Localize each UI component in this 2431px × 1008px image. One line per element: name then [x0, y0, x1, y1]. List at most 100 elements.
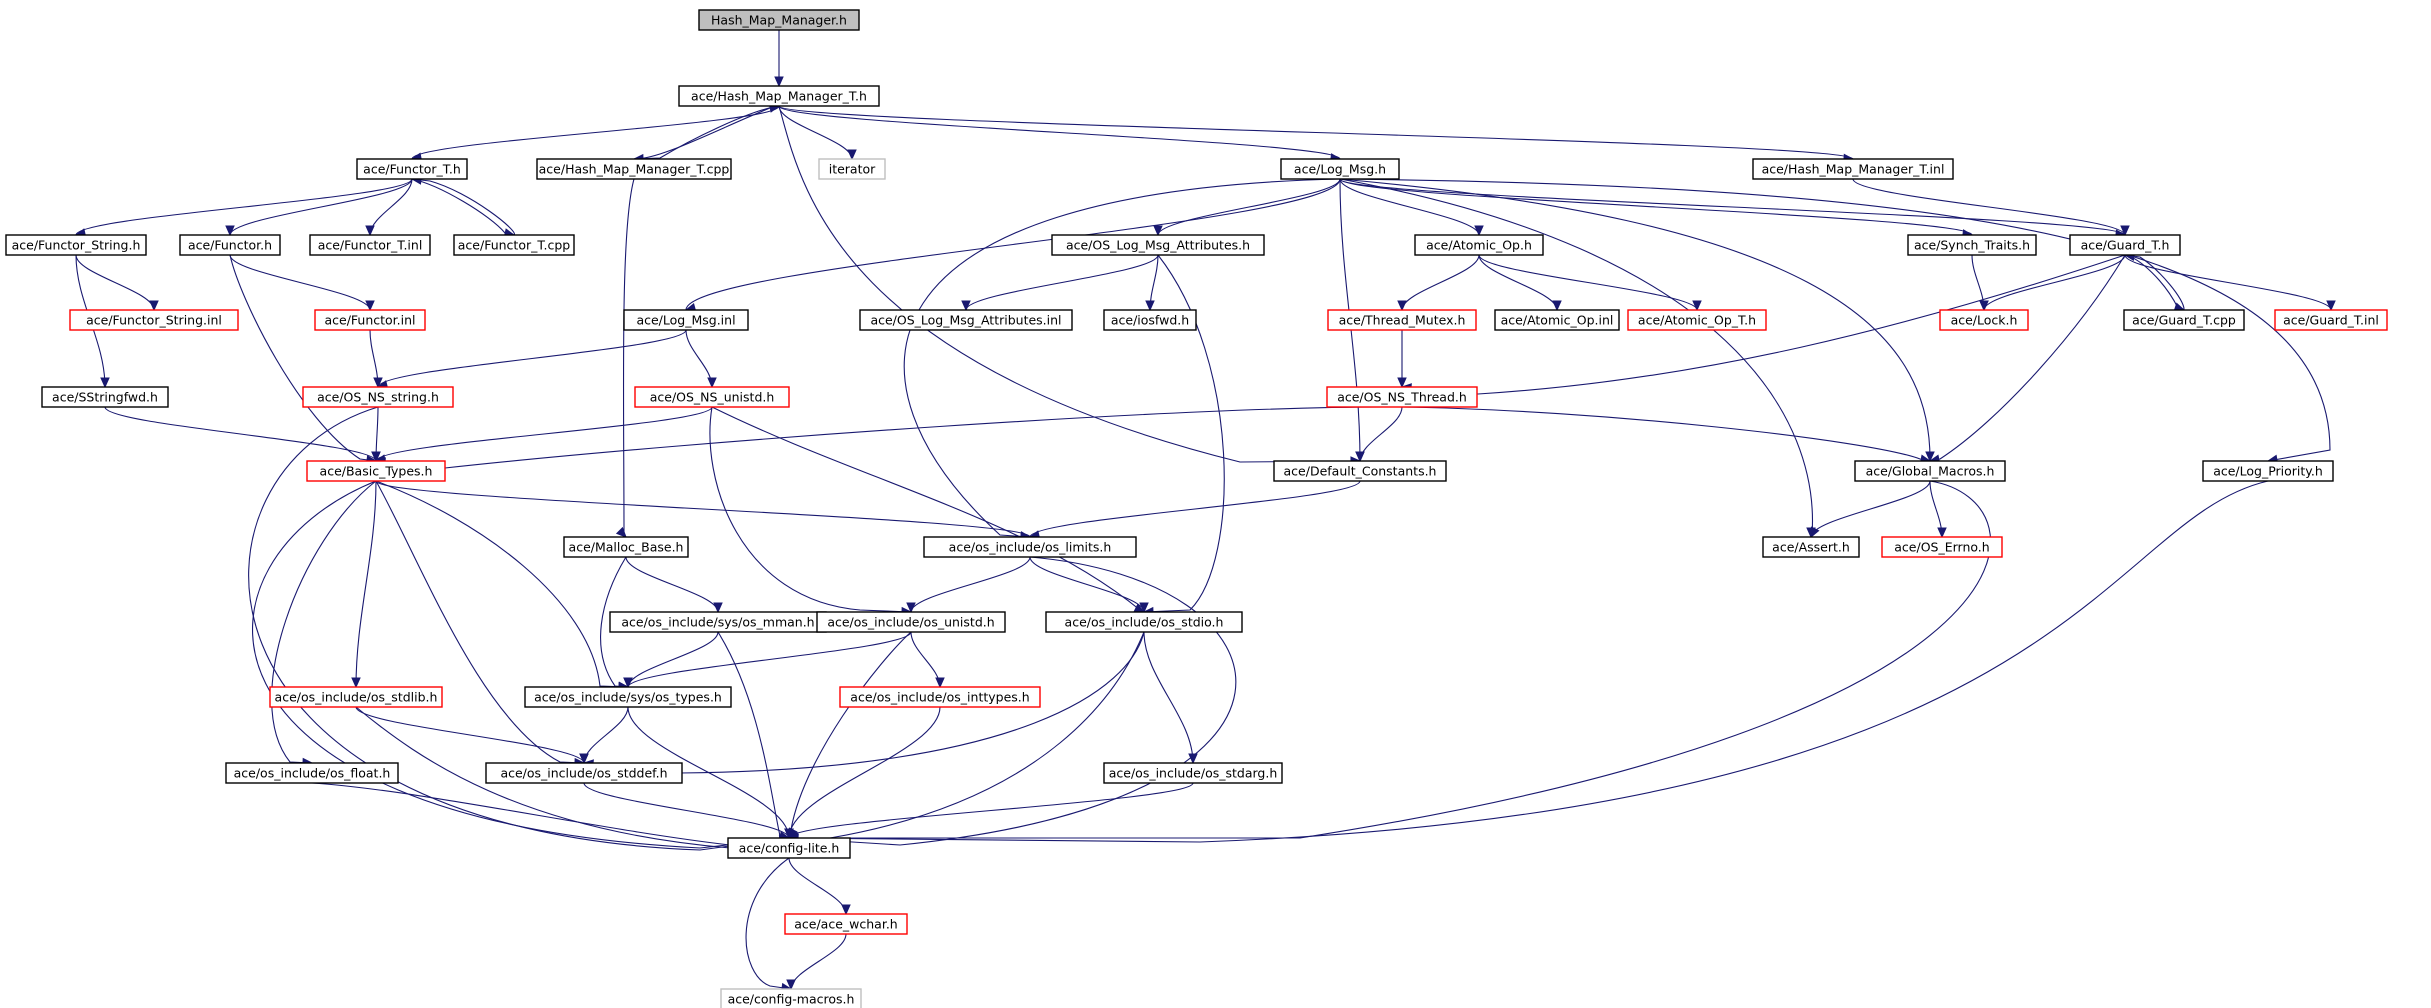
node-os-unistd[interactable]: ace/os_include/os_unistd.h	[816, 611, 1006, 633]
node-synch-traits[interactable]: ace/Synch_Traits.h	[1907, 234, 2037, 256]
edge-root-to-hmmt	[774, 30, 784, 88]
node-log-msg-inl[interactable]: ace/Log_Msg.inl	[623, 309, 749, 331]
node-box	[309, 234, 431, 256]
node-box	[536, 158, 732, 180]
edge-os_lma-to-iosfwd	[1145, 254, 1159, 312]
node-label: ace/OS_NS_unistd.h	[650, 390, 775, 405]
node-atomic-op-inl[interactable]: ace/Atomic_Op.inl	[1494, 309, 1620, 331]
edge-sstringfwd-to-basic_types	[104, 406, 381, 463]
node-os-ns-string[interactable]: ace/OS_NS_string.h	[302, 386, 454, 408]
node-box	[839, 686, 1041, 708]
node-hmmt-inl[interactable]: ace/Hash_Map_Manager_T.inl	[1752, 158, 1954, 180]
node-os-stddef[interactable]: ace/os_include/os_stddef.h	[485, 762, 683, 784]
node-box	[5, 234, 147, 256]
node-thread-mutex[interactable]: ace/Thread_Mutex.h	[1327, 309, 1477, 331]
node-assert[interactable]: ace/Assert.h	[1762, 536, 1860, 558]
edge-ace_wchar-to-config_macros	[786, 933, 847, 991]
node-label: ace/os_include/os_stddef.h	[500, 766, 667, 781]
node-iterator[interactable]: iterator	[818, 158, 886, 180]
node-label: iterator	[829, 162, 876, 177]
node-os-lma-inl[interactable]: ace/OS_Log_Msg_Attributes.inl	[859, 309, 1073, 331]
node-functor-t-inl[interactable]: ace/Functor_T.inl	[309, 234, 431, 256]
edge-os_limits-to-os_unistd	[906, 556, 1031, 614]
node-os-errno[interactable]: ace/OS_Errno.h	[1881, 536, 2003, 558]
node-box	[1326, 386, 1478, 408]
node-box	[1414, 234, 1544, 256]
node-functor-inl[interactable]: ace/Functor.inl	[314, 309, 426, 331]
edge-arrowhead	[623, 677, 633, 689]
node-box	[720, 988, 862, 1008]
edge-log_msg-to-os_lma	[1153, 178, 1341, 237]
node-default-constants[interactable]: ace/Default_Constants.h	[1273, 460, 1447, 482]
node-label: ace/Default_Constants.h	[1284, 464, 1437, 479]
node-malloc-base[interactable]: ace/Malloc_Base.h	[563, 536, 689, 558]
node-os-float[interactable]: ace/os_include/os_float.h	[225, 762, 399, 784]
edge-hmmt_cpp-to-malloc_base	[615, 178, 635, 538]
edge-arrowhead	[707, 377, 717, 389]
node-functor[interactable]: ace/Functor.h	[179, 234, 281, 256]
node-label: ace/Basic_Types.h	[320, 464, 433, 479]
node-os-ns-thread[interactable]: ace/OS_NS_Thread.h	[1326, 386, 1478, 408]
edge-functor_t-to-functor_string	[74, 178, 413, 238]
edge-os_mman-to-config_lite	[717, 631, 791, 841]
node-box	[314, 309, 426, 331]
node-atomic-op[interactable]: ace/Atomic_Op.h	[1414, 234, 1544, 256]
edge-global_macros-to-assert	[1806, 480, 1931, 539]
node-functor-string-inl[interactable]: ace/Functor_String.inl	[69, 309, 239, 331]
edge-arrowhead	[1397, 300, 1407, 312]
node-config-lite[interactable]: ace/config-lite.h	[727, 837, 851, 859]
node-os-ns-unistd[interactable]: ace/OS_NS_unistd.h	[634, 386, 790, 408]
node-functor-t-cpp[interactable]: ace/Functor_T.cpp	[453, 234, 575, 256]
node-os-lma[interactable]: ace/OS_Log_Msg_Attributes.h	[1051, 234, 1265, 256]
node-hmmt[interactable]: ace/Hash_Map_Manager_T.h	[678, 85, 880, 107]
node-box	[923, 536, 1137, 558]
edge-arrowhead	[1397, 377, 1407, 389]
node-functor-t[interactable]: ace/Functor_T.h	[356, 158, 468, 180]
node-box	[2274, 309, 2388, 331]
edge-arrowhead	[351, 677, 361, 689]
node-box	[356, 158, 468, 180]
node-lock[interactable]: ace/Lock.h	[1939, 309, 2029, 331]
node-hmmt-cpp[interactable]: ace/Hash_Map_Manager_T.cpp	[536, 158, 732, 180]
node-os-types[interactable]: ace/os_include/sys/os_types.h	[524, 686, 732, 708]
edge-arrowhead	[1806, 527, 1816, 539]
node-box	[818, 158, 886, 180]
node-os-inttypes[interactable]: ace/os_include/os_inttypes.h	[839, 686, 1041, 708]
node-log-msg[interactable]: ace/Log_Msg.h	[1280, 158, 1400, 180]
node-basic-types[interactable]: ace/Basic_Types.h	[306, 460, 446, 482]
node-box	[179, 234, 281, 256]
node-label: ace/config-lite.h	[739, 841, 840, 856]
node-os-stdio[interactable]: ace/os_include/os_stdio.h	[1045, 611, 1243, 633]
node-label: ace/Atomic_Op.inl	[1501, 313, 1614, 328]
node-guard-t[interactable]: ace/Guard_T.h	[2069, 234, 2181, 256]
node-os-stdlib[interactable]: ace/os_include/os_stdlib.h	[269, 686, 443, 708]
node-guard-t-cpp[interactable]: ace/Guard_T.cpp	[2123, 309, 2245, 331]
node-label: ace/OS_Errno.h	[1894, 540, 1989, 555]
node-guard-t-inl[interactable]: ace/Guard_T.inl	[2274, 309, 2388, 331]
node-os-limits[interactable]: ace/os_include/os_limits.h	[923, 536, 1137, 558]
node-os-stdarg[interactable]: ace/os_include/os_stdarg.h	[1103, 762, 1283, 784]
node-label: ace/Functor_T.inl	[318, 238, 423, 253]
node-label: ace/Log_Priority.h	[2213, 464, 2323, 479]
edge-hmmt-to-functor_t	[410, 105, 780, 162]
node-log-priority[interactable]: ace/Log_Priority.h	[2202, 460, 2334, 482]
edge-arrowhead	[373, 377, 383, 389]
node-functor-string[interactable]: ace/Functor_String.h	[5, 234, 147, 256]
node-iosfwd[interactable]: ace/iosfwd.h	[1103, 309, 1197, 331]
node-label: ace/OS_Log_Msg_Attributes.inl	[870, 313, 1061, 328]
edge-atomic_op-to-thread_mutex	[1397, 254, 1480, 312]
edge-functor_t-to-functor	[225, 178, 413, 237]
edge-arrowhead	[784, 828, 794, 840]
node-os-mman[interactable]: ace/os_include/sys/os_mman.h	[609, 611, 827, 633]
node-box	[1854, 460, 2006, 482]
node-global-macros[interactable]: ace/Global_Macros.h	[1854, 460, 2006, 482]
node-label: ace/Synch_Traits.h	[1914, 238, 2030, 253]
edge-arrowhead	[1937, 527, 1947, 539]
node-config-macros[interactable]: ace/config-macros.h	[720, 988, 862, 1008]
node-box	[306, 460, 446, 482]
edge-arrowhead	[1979, 300, 1989, 312]
node-label: ace/Guard_T.h	[2081, 238, 2170, 253]
node-atomic-op-t[interactable]: ace/Atomic_Op_T.h	[1627, 309, 1767, 331]
node-sstringfwd[interactable]: ace/SStringfwd.h	[41, 386, 169, 408]
node-ace-wchar[interactable]: ace/ace_wchar.h	[784, 913, 908, 935]
